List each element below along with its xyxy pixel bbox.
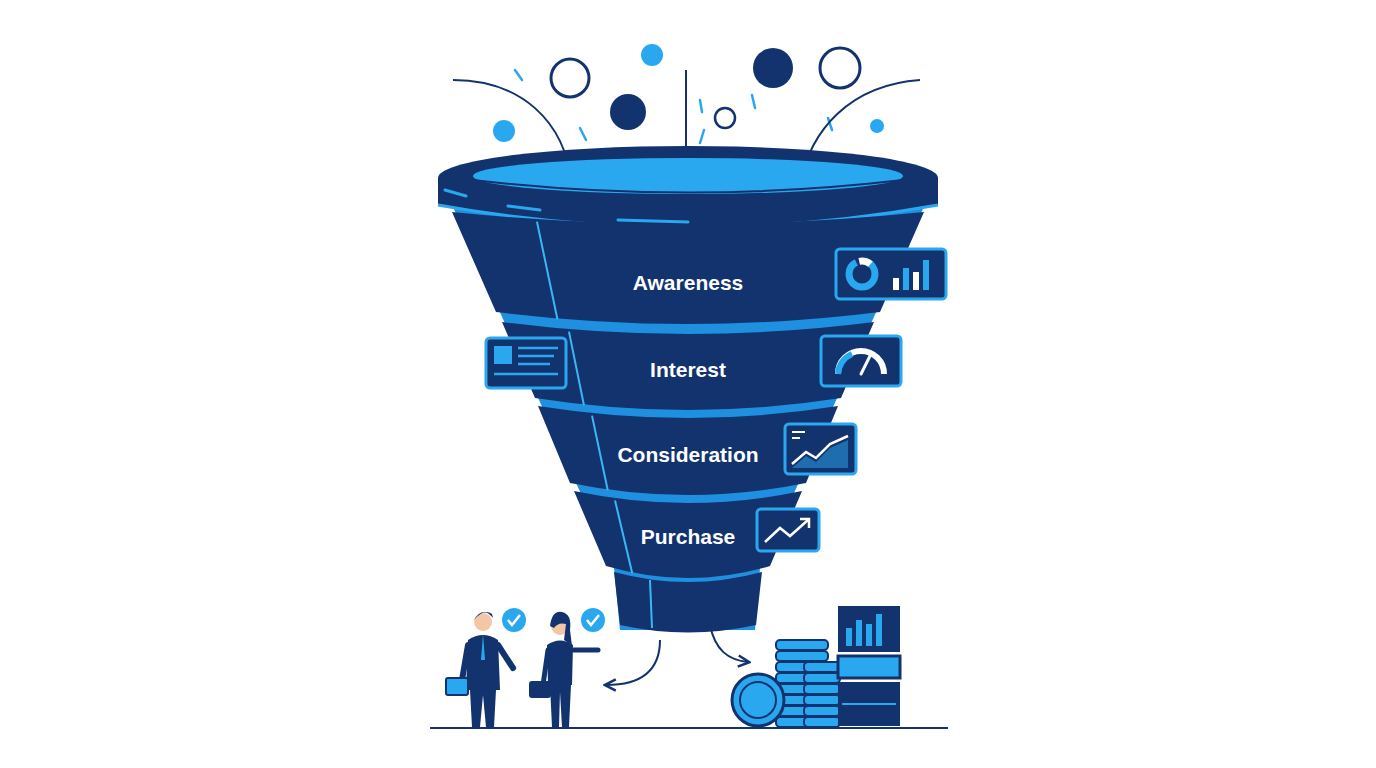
funnel-body — [450, 200, 927, 630]
funnel-spout — [614, 572, 762, 633]
purchase-trend — [757, 509, 819, 551]
business-people — [446, 608, 605, 727]
funnel-rim — [438, 146, 938, 228]
interest-gauge — [821, 336, 901, 386]
awareness-panel — [836, 249, 946, 299]
stage-label: Interest — [650, 357, 726, 382]
stage-label: Purchase — [641, 524, 736, 549]
spout-highlight — [650, 580, 652, 628]
ground-line — [430, 727, 948, 729]
output-arrows — [606, 625, 748, 685]
stage-label: Awareness — [633, 270, 744, 295]
consideration-chart — [785, 424, 856, 474]
interest-card — [486, 338, 566, 388]
coins-and-server — [732, 606, 900, 727]
stage-label: Consideration — [617, 442, 758, 467]
